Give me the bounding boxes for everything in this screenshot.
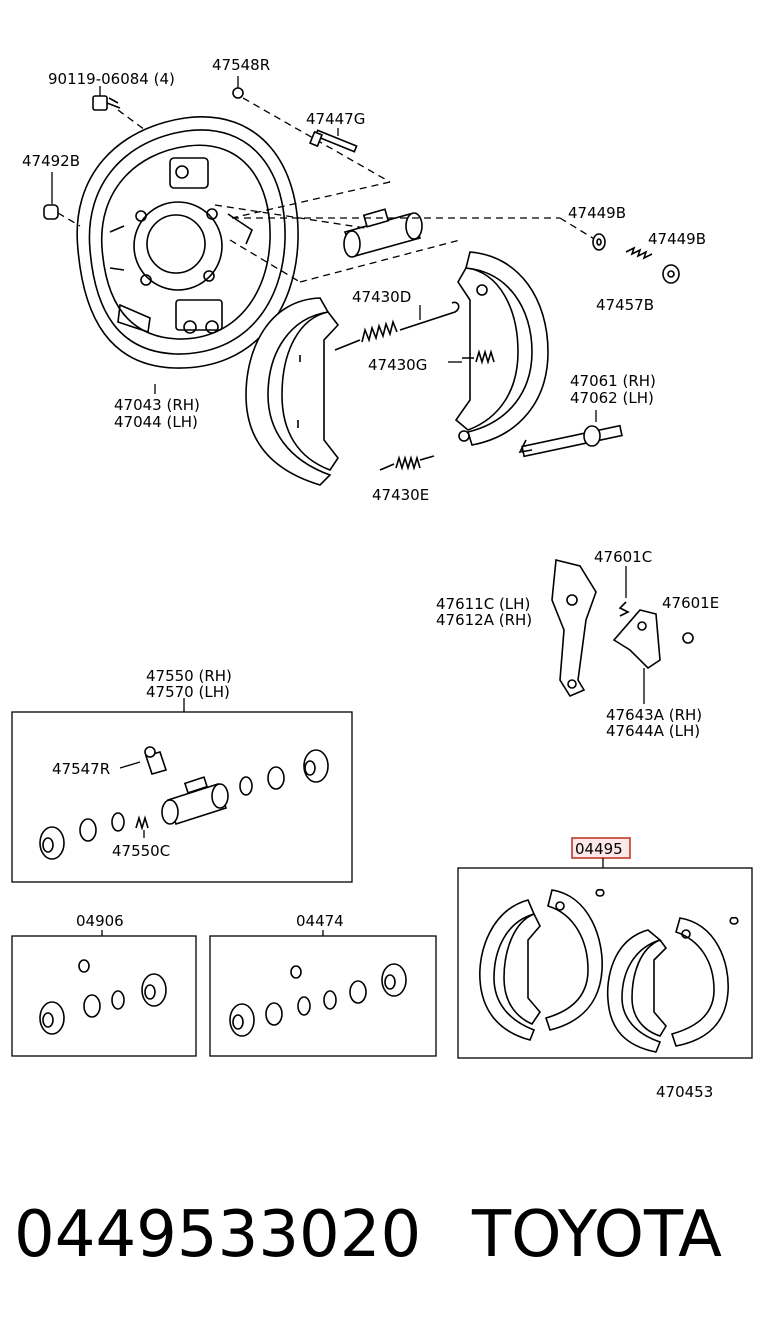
- label-spring-d: 47430D: [352, 288, 411, 306]
- label-adjuster-lh: 47062 (LH): [570, 389, 654, 407]
- label-bleeder: 47547R: [52, 760, 110, 778]
- adjuster-part: [518, 410, 623, 458]
- label-washer-upper: 47449B: [568, 204, 626, 222]
- backing-plate: [76, 116, 299, 369]
- label-plate-lh: 47044 (LH): [114, 413, 198, 431]
- cylinder-bolt-part: [309, 128, 358, 153]
- label-bleeder-cap: 47548R: [212, 56, 270, 74]
- shoe-kit-box: [457, 837, 753, 1059]
- shoe-kit-highlight: [571, 837, 631, 859]
- spring-47430g: [448, 349, 495, 365]
- footer-brand: TOYOTA: [471, 1198, 722, 1272]
- label-cylinder-rh: 47550 (RH): [146, 667, 232, 685]
- label-lever-rh: 47612A (RH): [436, 611, 532, 629]
- kit-04906-box: [11, 930, 197, 1057]
- label-cylinder-lh: 47570 (LH): [146, 683, 230, 701]
- label-kit-04474: 04474: [296, 912, 344, 930]
- wheel-cylinder-assembly-box: [11, 698, 353, 883]
- label-plug: 47492B: [22, 152, 80, 170]
- footer-part-number: 0449533020: [14, 1198, 421, 1272]
- wheel-cylinder-part: [214, 204, 597, 283]
- label-washer-lower: 47449B: [648, 230, 706, 248]
- label-cup: 47550C: [112, 842, 170, 860]
- label-diagram-number: 470453: [656, 1083, 713, 1101]
- clip-47601c: [618, 566, 630, 617]
- label-latch-rh: 47643A (RH): [606, 706, 702, 724]
- brake-shoe-right-part: [454, 251, 549, 446]
- washer-47449b-lower: [662, 264, 680, 284]
- label-latch-lh: 47644A (LH): [606, 722, 700, 740]
- kit-04474-box: [209, 930, 437, 1057]
- brake-shoe-left-part: [245, 297, 340, 486]
- parking-lever-part: [551, 558, 597, 698]
- label-spring-e: 47430E: [372, 486, 429, 504]
- plug-part: [43, 172, 81, 227]
- bolt-part: [92, 86, 146, 131]
- washer-47449b-upper: [592, 233, 606, 251]
- label-lever-lh: 47611C (LH): [436, 595, 530, 613]
- label-plate-rh: 47043 (RH): [114, 396, 200, 414]
- spring-47430e: [379, 455, 435, 471]
- label-spring-457b: 47457B: [596, 296, 654, 314]
- label-adjuster-rh: 47061 (RH): [570, 372, 656, 390]
- latch-part: [612, 609, 661, 704]
- label-clip-601c: 47601C: [594, 548, 652, 566]
- spring-47457b: [625, 246, 653, 260]
- clip-47601e: [682, 632, 694, 644]
- label-cylinder-bolt: 47447G: [306, 110, 365, 128]
- label-clip-601e: 47601E: [662, 594, 719, 612]
- label-bolt: 90119-06084 (4): [48, 70, 175, 88]
- spring-47430d: [334, 301, 460, 351]
- label-kit-04906: 04906: [76, 912, 124, 930]
- label-shoe-kit: 04495: [575, 840, 623, 858]
- label-spring-g: 47430G: [368, 356, 427, 374]
